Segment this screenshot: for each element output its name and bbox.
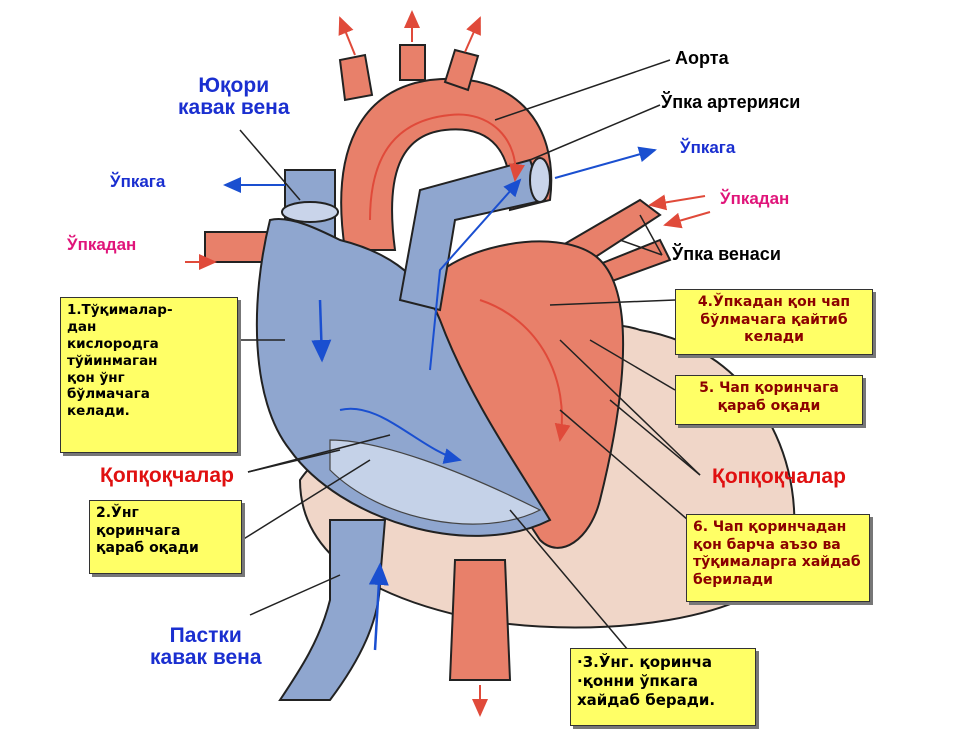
note1-line-3: кислородга <box>67 336 231 353</box>
from-lungs-right-label: Ўпкадан <box>720 190 789 208</box>
superior-vena-cava-label: Юқори кавак вена <box>178 75 290 119</box>
note2-line-3: қараб оқади <box>96 540 235 558</box>
aorta-branch-1 <box>340 55 372 100</box>
inferior-vena-cava-label: Пастки кавак вена <box>150 625 262 669</box>
note-4: 4.Ўпкадан қон чап бўлмачага қайтиб келад… <box>675 289 873 355</box>
note-3: ·3.Ўнг. қоринча ·қонни ўпкага хайдаб бер… <box>570 648 756 726</box>
inferior-vena-cava <box>280 520 385 700</box>
note1-line-6: бўлмачага <box>67 386 231 403</box>
valves-right-label: Қопқоқчалар <box>712 466 846 488</box>
note2-line-1: 2.Ўнг <box>96 505 235 523</box>
note2-line-2: қоринчага <box>96 523 235 541</box>
arrow-up-1 <box>340 18 355 55</box>
note-1: 1.Тўқималар- дан кислородга тўйинмаган қ… <box>60 297 238 453</box>
aorta-label: Аорта <box>675 49 729 68</box>
note6-line-1: 6. Чап қоринчадан <box>693 519 863 537</box>
note-5: 5. Чап қоринчага қараб оқади <box>675 375 863 425</box>
note4-line-2: бўлмачага қайтиб <box>682 312 866 330</box>
note1-line-7: келади. <box>67 403 231 420</box>
arrow-up-3 <box>465 18 480 52</box>
note3-line-3: хайдаб беради. <box>577 691 749 710</box>
ivc-line-1: Пастки <box>150 625 262 647</box>
note1-line-2: дан <box>67 319 231 336</box>
note1-line-4: тўйинмаган <box>67 353 231 370</box>
ivc-line-2: кавак вена <box>150 647 262 669</box>
note1-line-5: қон ўнг <box>67 370 231 387</box>
to-lungs-right-label: Ўпкага <box>680 139 735 157</box>
arrow-from-lungs-right-1 <box>650 196 705 205</box>
pulmonary-artery-opening <box>530 158 550 202</box>
note6-line-4: берилади <box>693 572 863 590</box>
arrow-to-lungs-right <box>555 150 655 178</box>
note5-line-1: 5. Чап қоринчага <box>682 380 856 398</box>
note-2: 2.Ўнг қоринчага қараб оқади <box>89 500 242 574</box>
note6-line-2: қон барча аъзо ва <box>693 537 863 555</box>
note4-line-1: 4.Ўпкадан қон чап <box>682 294 866 312</box>
pulmonary-artery-label: Ўпка артерияси <box>661 93 800 112</box>
svc-line-2: кавак вена <box>178 97 290 119</box>
note5-line-2: қараб оқади <box>682 398 856 416</box>
valves-left-label: Қопқоқчалар <box>100 465 234 487</box>
svc-opening <box>282 202 338 222</box>
from-lungs-left-label: Ўпкадан <box>67 236 136 254</box>
pulmonary-veins-label: Ўпка венаси <box>672 245 781 264</box>
to-lungs-left-label: Ўпкага <box>110 173 165 191</box>
aorta-branch-2 <box>400 45 425 80</box>
note1-line-1: 1.Тўқималар- <box>67 302 231 319</box>
arrow-from-lungs-right-2 <box>665 212 710 225</box>
note6-line-3: тўқималарга хайдаб <box>693 554 863 572</box>
note4-line-3: келади <box>682 329 866 347</box>
note-6: 6. Чап қоринчадан қон барча аъзо ва тўқи… <box>686 514 870 602</box>
note3-line-2: ·қонни ўпкага <box>577 672 749 691</box>
descending-aorta <box>450 560 510 680</box>
note3-line-1: ·3.Ўнг. қоринча <box>577 653 749 672</box>
svc-line-1: Юқори <box>178 75 290 97</box>
